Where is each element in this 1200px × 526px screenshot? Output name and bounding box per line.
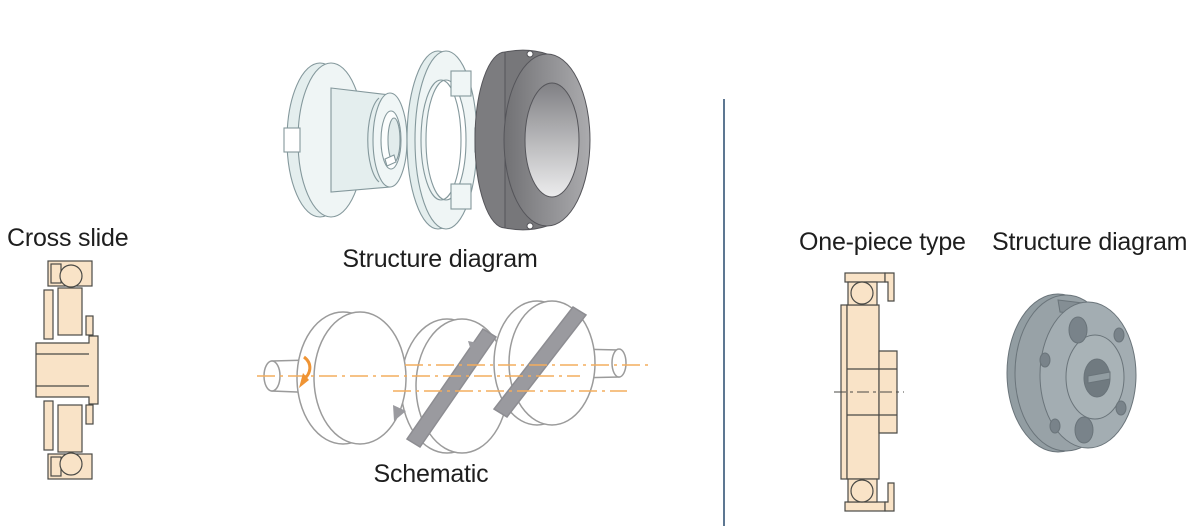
oldham-schematic-figure xyxy=(257,300,648,454)
top-ball-bearing xyxy=(850,281,874,305)
bolt-hole xyxy=(1113,327,1125,343)
schematic-right-disk xyxy=(492,300,627,426)
keyway-notch xyxy=(384,154,397,167)
bolt-hole xyxy=(1049,418,1061,434)
one-piece-type-title: One-piece type xyxy=(799,228,966,256)
exploded-hub-part xyxy=(283,62,408,218)
schematic-middle-disk xyxy=(400,318,509,454)
hub-body xyxy=(35,335,99,405)
schematic-caption: Schematic xyxy=(373,460,489,488)
cross-slide-title: Cross slide xyxy=(7,224,129,252)
bore-key-slot xyxy=(1087,371,1111,384)
structure-diagram-caption-left: Structure diagram xyxy=(342,245,538,273)
bottom-ball-bearing xyxy=(850,479,874,503)
bolt-hole xyxy=(1115,400,1127,416)
cross-slide-cross-section-figure xyxy=(35,260,99,480)
exploded-slider-part xyxy=(406,50,490,230)
rotation-arrow-icon xyxy=(299,355,312,388)
structure-diagram-caption-right: Structure diagram xyxy=(992,228,1188,256)
bolt-hole xyxy=(1068,316,1088,344)
bottom-ball-bearing xyxy=(59,452,83,476)
schematic-left-disk xyxy=(263,311,407,445)
exploded-structure-figure xyxy=(283,49,591,231)
bolt-hole xyxy=(1074,416,1094,444)
exploded-ring-part xyxy=(474,49,591,231)
top-ball-bearing xyxy=(59,264,83,288)
one-piece-cross-section-figure xyxy=(834,272,904,512)
vertical-divider xyxy=(723,99,725,526)
bolt-hole xyxy=(1039,352,1051,368)
schematic-centerlines xyxy=(257,364,648,392)
one-piece-3d-figure xyxy=(1006,293,1137,453)
